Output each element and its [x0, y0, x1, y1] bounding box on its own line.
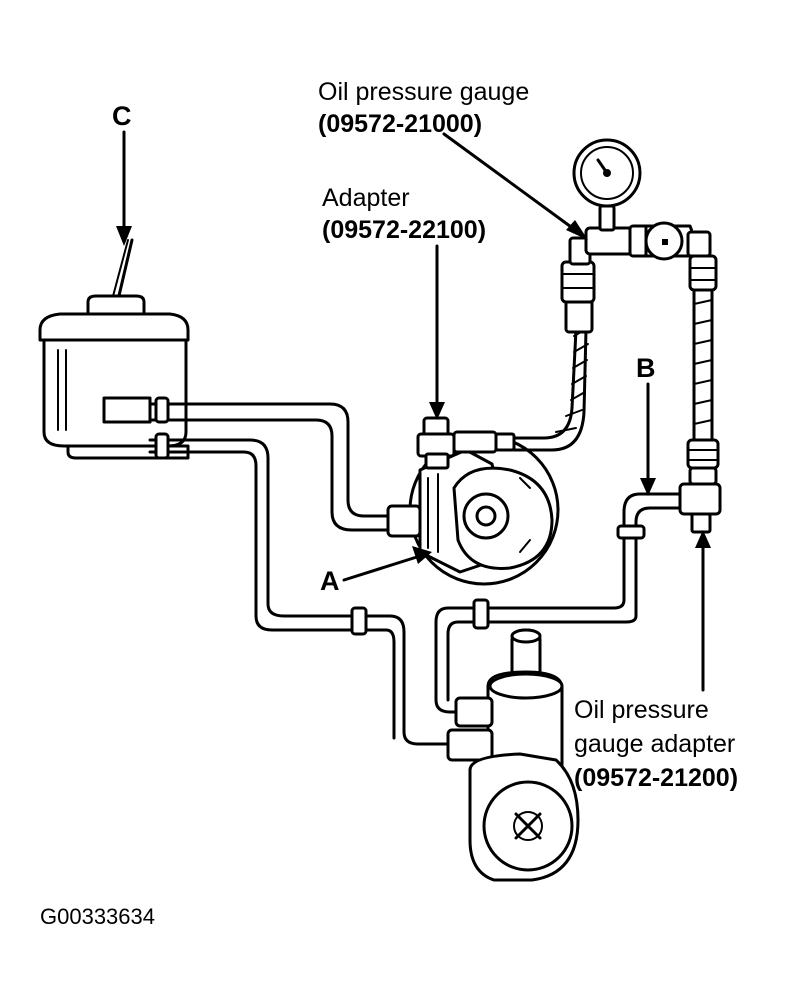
gauge-adapter-label-line2: gauge adapter: [574, 730, 735, 758]
steering-gear-box: [446, 628, 580, 882]
figure-id: G00333634: [40, 904, 155, 929]
adapter-part-number: (09572-22100): [322, 216, 486, 244]
reservoir: [38, 238, 190, 460]
callout-c: C: [112, 101, 132, 131]
callout-b: B: [636, 353, 656, 383]
callout-a: A: [320, 566, 340, 596]
oil-pressure-gauge-assembly: [560, 138, 722, 534]
leader-lines: [116, 130, 711, 692]
gauge-adapter-label-line1: Oil pressure: [574, 696, 709, 724]
power-steering-pump: [386, 327, 589, 586]
gauge-adapter-part-number: (09572-21200): [574, 764, 738, 792]
hoses: [148, 396, 688, 746]
oil-pressure-gauge-label: Oil pressure gauge: [318, 78, 529, 106]
oil-pressure-gauge-part-number: (09572-21000): [318, 110, 482, 138]
adapter-label: Adapter: [322, 184, 410, 212]
